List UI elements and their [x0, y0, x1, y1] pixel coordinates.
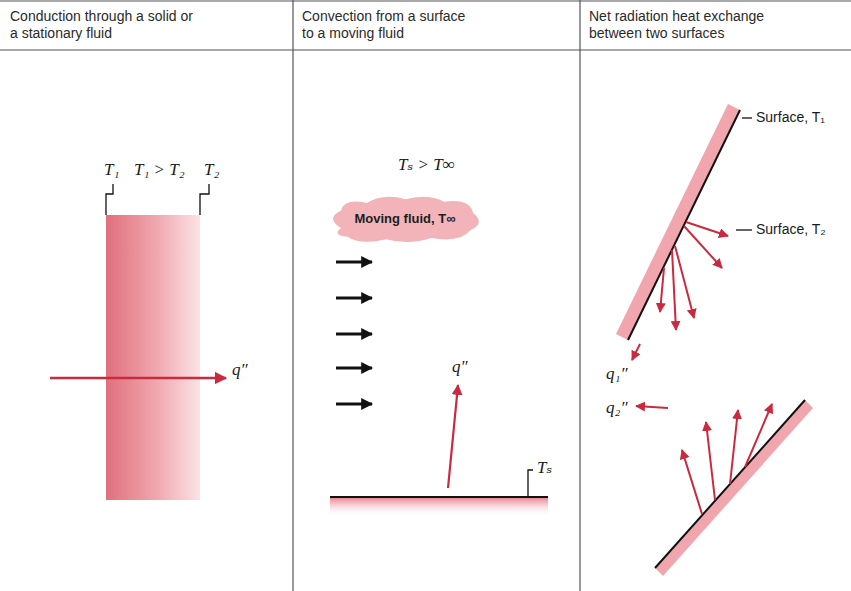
heat-flux-label: q″: [452, 357, 468, 377]
table-header: Conduction through a solid or a stationa…: [10, 8, 202, 42]
temperature-label: T₂: [204, 160, 219, 180]
heat-flux-label: q₂″: [606, 398, 628, 418]
table-header: Net radiation heat exchange between two …: [589, 8, 789, 42]
convection-scene: [330, 262, 548, 517]
heat-flux-label: q″: [232, 360, 248, 380]
temperature-label: Tₛ: [537, 458, 552, 478]
radiation-scene: [616, 104, 813, 576]
surface-label: Surface, T₂: [756, 221, 826, 238]
temperature-relation: T₁ > T₂: [134, 160, 185, 180]
node-text: Moving fluid, T∞: [355, 211, 456, 227]
heat-flux-label: q₁″: [606, 364, 628, 384]
table-header: Convection from a surface to a moving fl…: [302, 8, 480, 42]
surface-label: Surface, T₁: [756, 109, 825, 126]
fluid-cloud: Moving fluid, T∞: [325, 193, 486, 243]
temperature-label: T₁: [104, 160, 119, 180]
conduction-slab: [50, 184, 226, 500]
temperature-relation: Tₛ > T∞: [398, 155, 455, 175]
